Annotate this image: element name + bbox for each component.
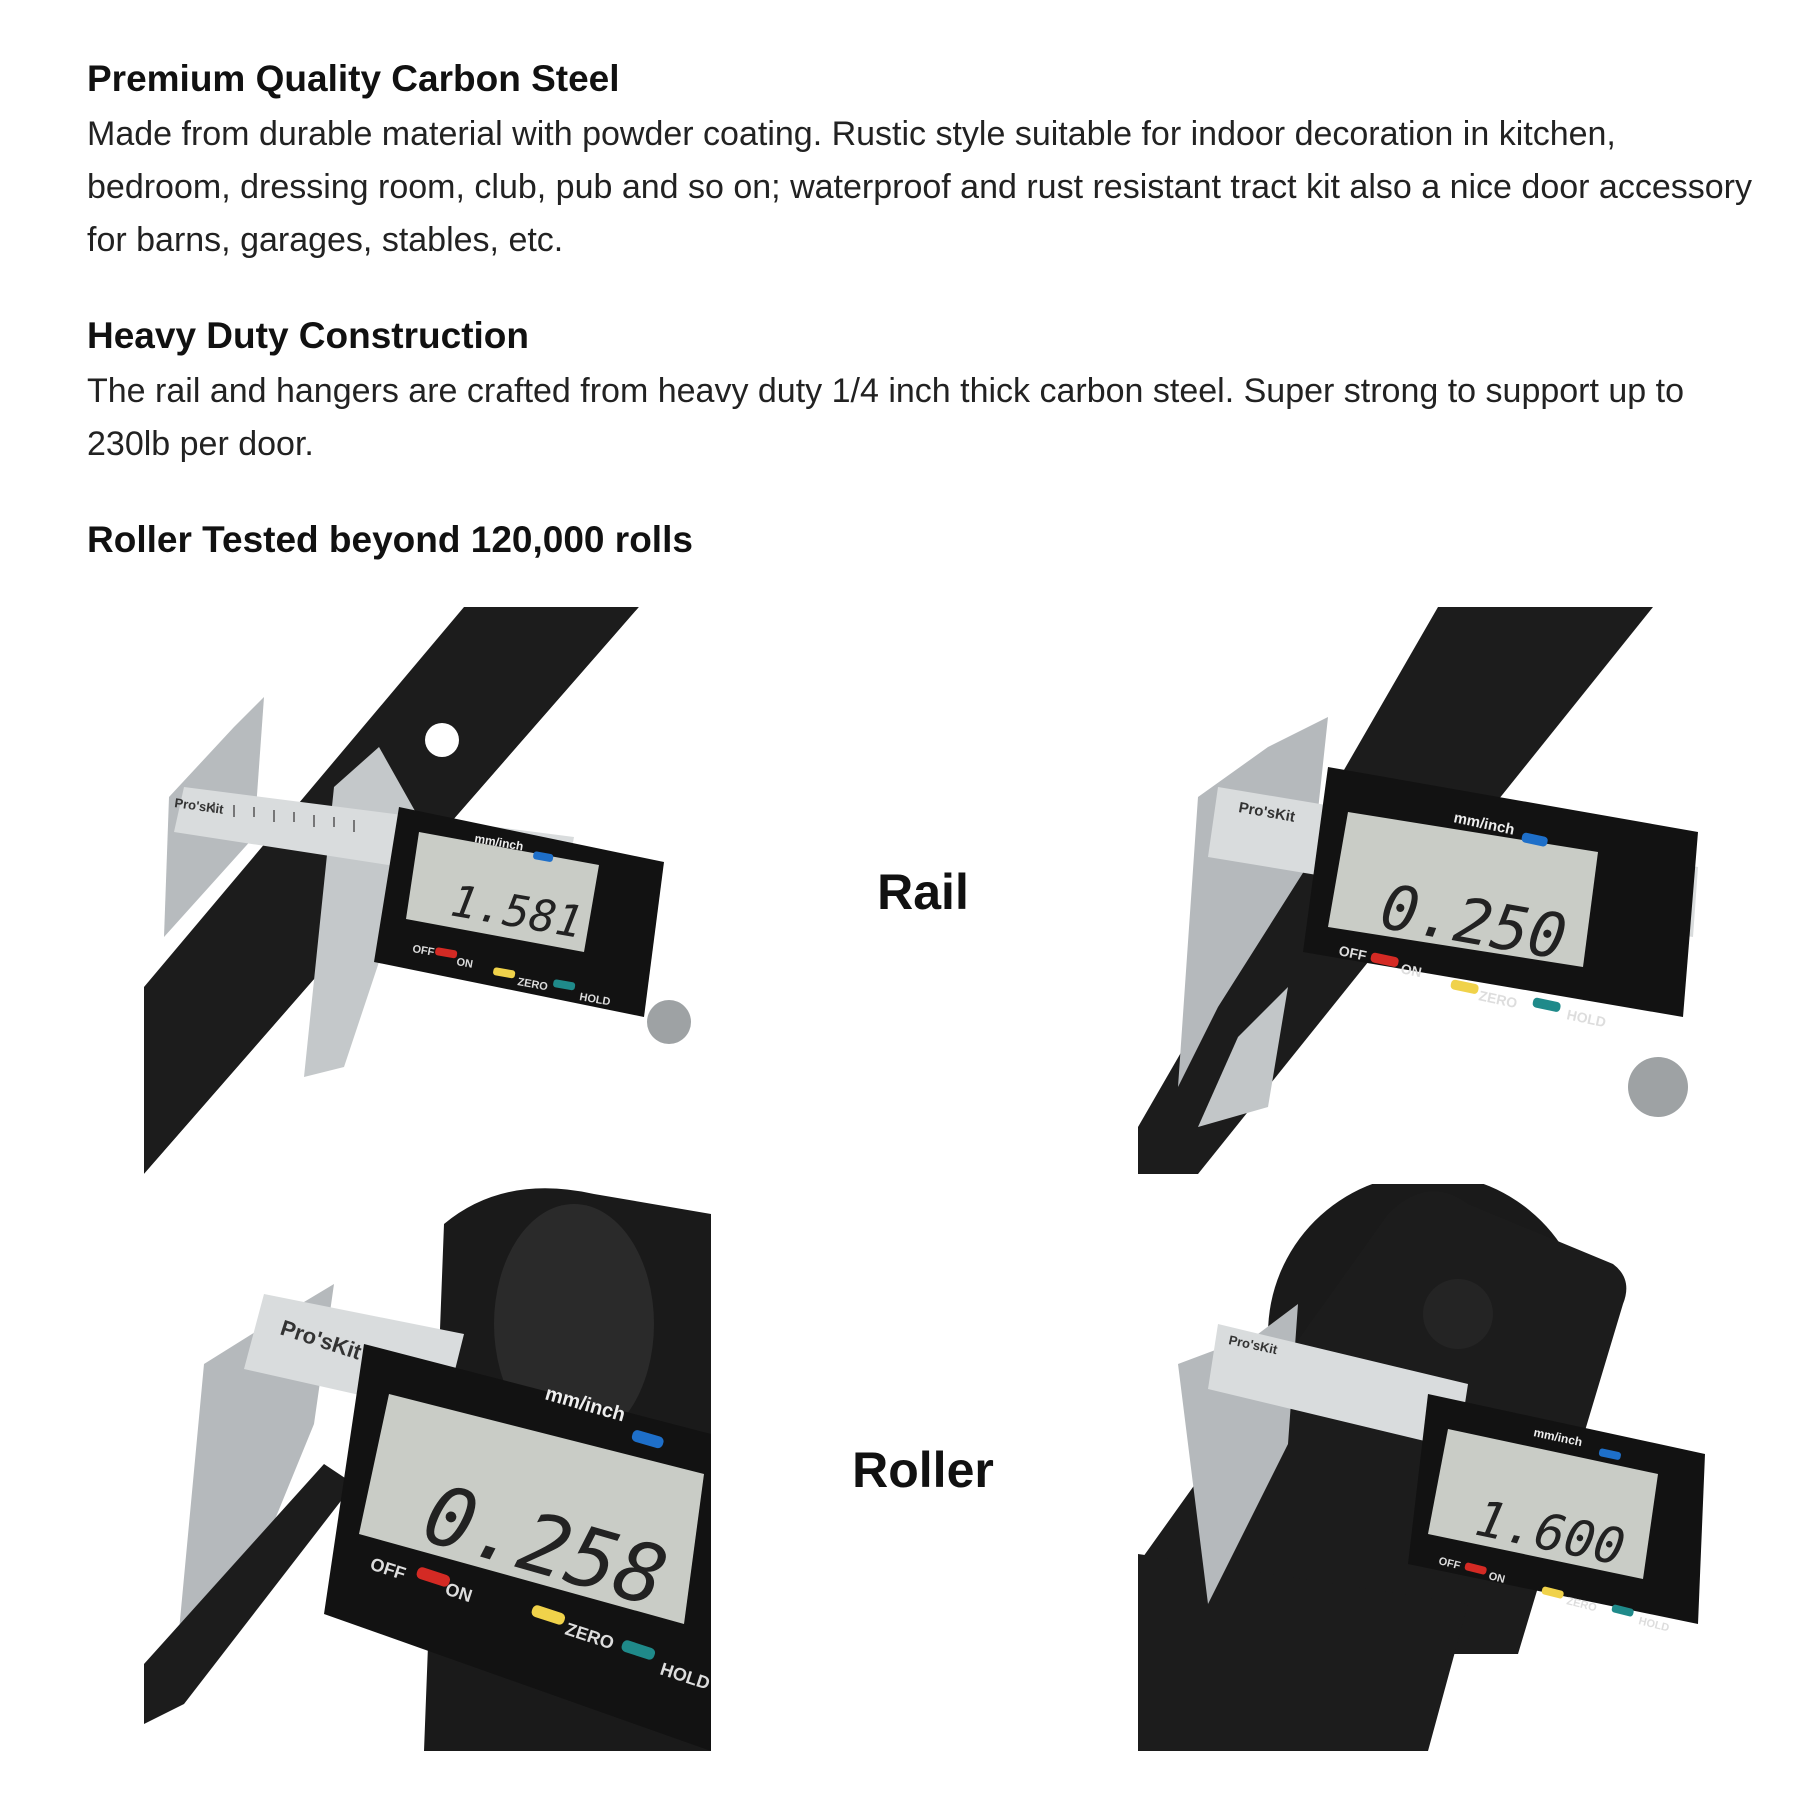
caliper-lcd — [1428, 1429, 1658, 1579]
roller-wheel — [494, 1204, 654, 1444]
btn-off-label: OFF — [1437, 1555, 1462, 1572]
btn-off-label: OFF — [411, 943, 435, 959]
caliper-brand: Pro'sKit — [174, 795, 226, 817]
rail-hole — [425, 723, 459, 757]
btn-hold-label: HOLD — [578, 991, 611, 1008]
btn-hold-label: HOLD — [1637, 1615, 1670, 1634]
row-label-roller: Roller — [852, 1442, 994, 1498]
caliper-photo-illustration: Pro'sKit 1.600 mm/inch OFF ON ZERO HOLD — [1138, 1184, 1705, 1751]
btn-blue — [533, 851, 554, 862]
btn-teal — [1532, 997, 1561, 1012]
btn-red — [1464, 1562, 1487, 1575]
section-body-carbon-steel: Made from durable material with powder c… — [87, 115, 1752, 259]
section-title-roller-tested: Roller Tested beyond 120,000 rolls — [87, 519, 693, 560]
btn-on-label: ON — [1487, 1570, 1506, 1586]
hanger-lower — [1138, 1554, 1468, 1751]
btn-red — [416, 1567, 451, 1587]
photo-roller-thickness: Pro'sKit 0.258 mm/inch OFF ON ZERO HOLD — [144, 1184, 711, 1751]
caliper-scale — [1208, 1324, 1468, 1449]
caliper-photo-illustration: Pro'sKit 0.258 mm/inch OFF ON ZERO HOLD — [144, 1188, 711, 1751]
btn-on-label: ON — [1399, 960, 1423, 980]
btn-yellow — [493, 967, 516, 979]
btn-red — [1370, 952, 1399, 967]
btn-blue — [631, 1430, 664, 1449]
btn-zero-label: ZERO — [516, 976, 549, 993]
btn-hold-label: HOLD — [1565, 1006, 1607, 1030]
row-label-rail: Rail — [877, 864, 969, 920]
hanger-bolt — [1423, 1279, 1493, 1349]
section-title-heavy-duty: Heavy Duty Construction — [87, 315, 530, 356]
btn-yellow — [1450, 979, 1479, 994]
section-body-heavy-duty: The rail and hangers are crafted from he… — [87, 372, 1685, 463]
section-title-carbon-steel: Premium Quality Carbon Steel — [87, 58, 620, 99]
btn-yellow — [531, 1605, 566, 1625]
caliper-lcd — [1328, 812, 1598, 967]
caliper-jaw-moving — [1198, 987, 1288, 1127]
btn-teal — [621, 1640, 656, 1660]
thumb-wheel — [647, 1000, 691, 1044]
caliper-lcd — [359, 1394, 704, 1624]
btn-blue — [1598, 1448, 1621, 1460]
btn-teal — [1611, 1604, 1634, 1617]
photo-rail-width: Pro'sKit 1.581 mm/inch OFF ON ZERO HOLD — [144, 607, 711, 1174]
btn-on-label: ON — [455, 956, 473, 971]
btn-off-label: OFF — [1337, 942, 1368, 964]
btn-red — [435, 947, 458, 959]
caliper-photo-illustration: Pro'sKit 1.581 mm/inch OFF ON ZERO HOLD — [144, 607, 711, 1174]
photo-rail-thickness: Pro'sKit 0.250 mm/inch OFF ON ZERO HOLD — [1138, 607, 1705, 1174]
thumb-wheel — [1628, 1057, 1688, 1117]
rail-edge — [144, 1464, 354, 1724]
btn-zero-label: ZERO — [1477, 987, 1518, 1011]
btn-blue — [1521, 832, 1548, 847]
btn-teal — [553, 979, 576, 991]
photo-roller-hanger-width: Pro'sKit 1.600 mm/inch OFF ON ZERO HOLD — [1138, 1184, 1705, 1751]
caliper-jaw — [174, 1284, 334, 1684]
btn-yellow — [1541, 1586, 1564, 1599]
caliper-lcd — [406, 832, 599, 952]
caliper-photo-illustration: Pro'sKit 0.250 mm/inch OFF ON ZERO HOLD — [1138, 607, 1698, 1174]
